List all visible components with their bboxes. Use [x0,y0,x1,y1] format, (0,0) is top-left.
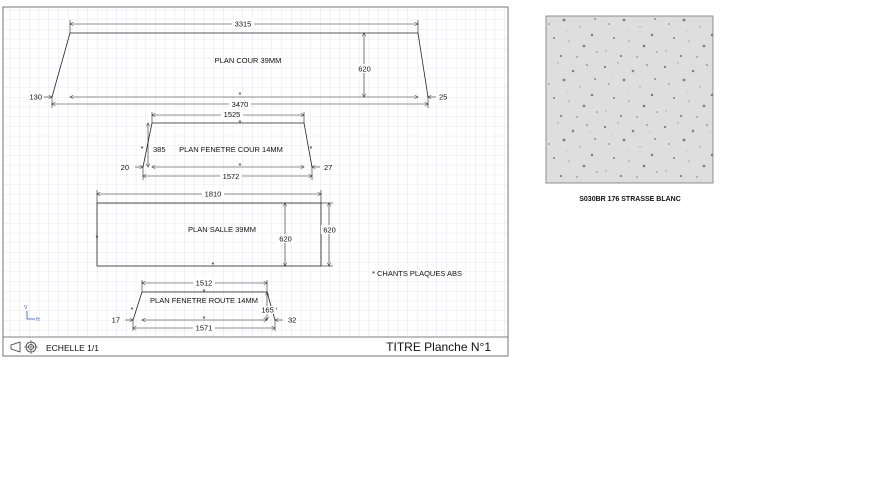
plan-salle: 1810 PLAN SALLE 39MM 620 620 * * [96,189,338,269]
drawing-frame [2,6,509,357]
plan-fenetre-route: 1512 * * * PLAN FENETRE ROUTE 14MM 165 *… [112,278,296,333]
plan-fenetre-cour-left-offset: 20 [121,163,129,172]
material-swatch [545,15,714,184]
plan-cour-top-width: 3315 [235,20,252,29]
axis-indicator-icon: V H [24,305,40,323]
plan-cour-edge-mark: * [239,90,242,99]
plan-cour: 3315 620 PLAN COUR 39MM * 130 25 3470 [29,19,447,109]
plan-salle-depth: 620 [279,235,292,244]
plan-fenetre-route-label: PLAN FENETRE ROUTE 14MM [150,296,258,305]
plan-fenetre-route-edge-mark-top: * [203,287,206,296]
plan-fenetre-route-bottom-width: 1571 [196,324,213,333]
plan-fenetre-cour-depth: 385 [153,145,166,154]
plan-fenetre-cour-edge-mark-right: * [310,144,313,153]
plan-fenetre-route-edge-mark-right: * [275,305,278,314]
plan-fenetre-cour-bottom-width: 1572 [223,172,240,181]
plan-cour-label: PLAN COUR 39MM [215,56,282,65]
plan-fenetre-route-edge-mark-bottom: * [203,314,206,323]
plan-fenetre-route-depth: 165 [261,306,274,315]
plan-salle-label: PLAN SALLE 39MM [188,225,256,234]
plan-salle-edge-mark-left: * [96,233,99,242]
plan-cour-bottom-width: 3470 [232,100,249,109]
projection-symbol-icon [10,340,38,354]
plan-salle-edge-mark-bottom: * [212,260,215,269]
axis-y-label: V [24,305,28,311]
drawing-scale: ECHELLE 1/1 [46,343,99,353]
drawing-note: * CHANTS PLAQUES ABS [372,269,462,278]
plan-fenetre-cour-label: PLAN FENETRE COUR 14MM [179,145,283,154]
plan-fenetre-cour-edge-mark-bottom: * [239,161,242,170]
plan-fenetre-route-edge-mark-left: * [131,305,134,314]
plan-fenetre-route-right-offset: 32 [288,316,296,325]
plan-salle-width: 1810 [205,190,222,199]
plan-salle-depth-outer: 620 [323,226,336,235]
plan-cour-depth: 620 [358,65,371,74]
plan-fenetre-cour-edge-mark-left: * [141,144,144,153]
axis-x-label: H [36,317,40,323]
plan-cour-left-offset: 130 [29,93,42,102]
plan-fenetre-cour-edge-mark-top: * [239,118,242,127]
plan-fenetre-route-top-width: 1512 [196,279,213,288]
plan-fenetre-cour: 1525 * * * 385 PLAN FENETRE COUR 14MM * … [121,110,332,181]
plan-fenetre-route-left-offset: 17 [112,316,120,325]
plan-cour-right-offset: 25 [439,93,447,102]
plan-fenetre-cour-right-offset: 27 [324,163,332,172]
plan-fenetre-cour-top-width: 1525 [224,110,241,119]
drawing-title: TITRE Planche N°1 [386,340,491,354]
material-name: S030BR 176 STRASSE BLANC [579,196,681,203]
